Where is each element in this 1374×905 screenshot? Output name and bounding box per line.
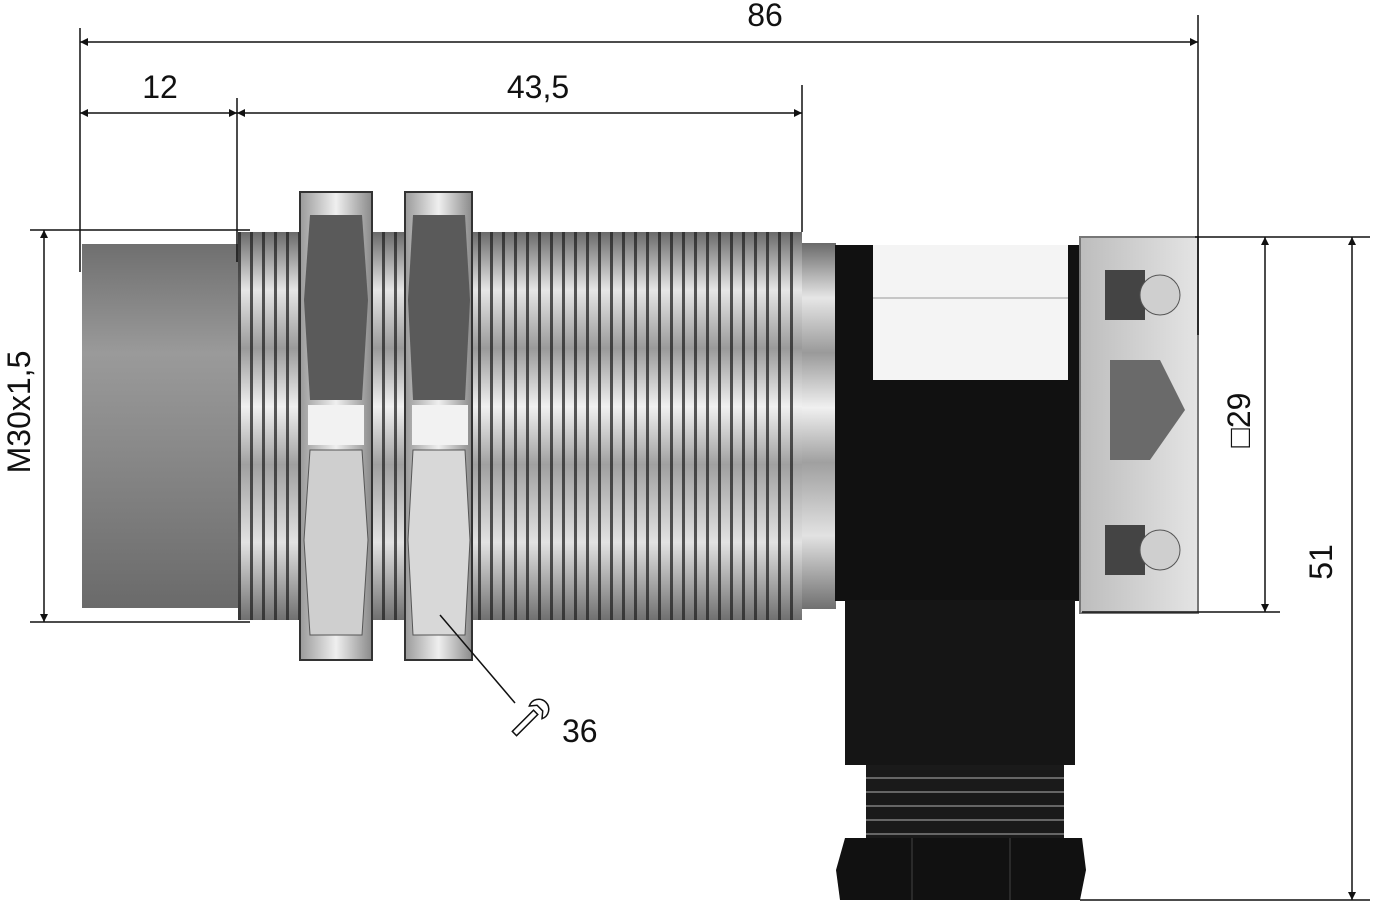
dim-overall-length: 86 [747,0,783,33]
dim-thread-length: 43,5 [507,69,569,105]
dim-connector-square: □29 [1221,393,1257,448]
cable-gland [836,600,1086,900]
body-ring [802,243,836,609]
dimension-lines [30,15,1370,901]
dim-overall-height: 51 [1303,544,1339,580]
wrench-icon [511,698,550,737]
lock-nut-left [299,191,373,661]
connector-housing [835,245,1083,601]
dim-wrench-size: 36 [562,713,598,749]
sensor-front-cap [82,244,240,608]
lock-nut-right [404,191,473,661]
dim-thread-size: M30x1,5 [1,351,37,474]
dim-front-cap-length: 12 [142,69,178,105]
connector-cover [1079,236,1199,614]
